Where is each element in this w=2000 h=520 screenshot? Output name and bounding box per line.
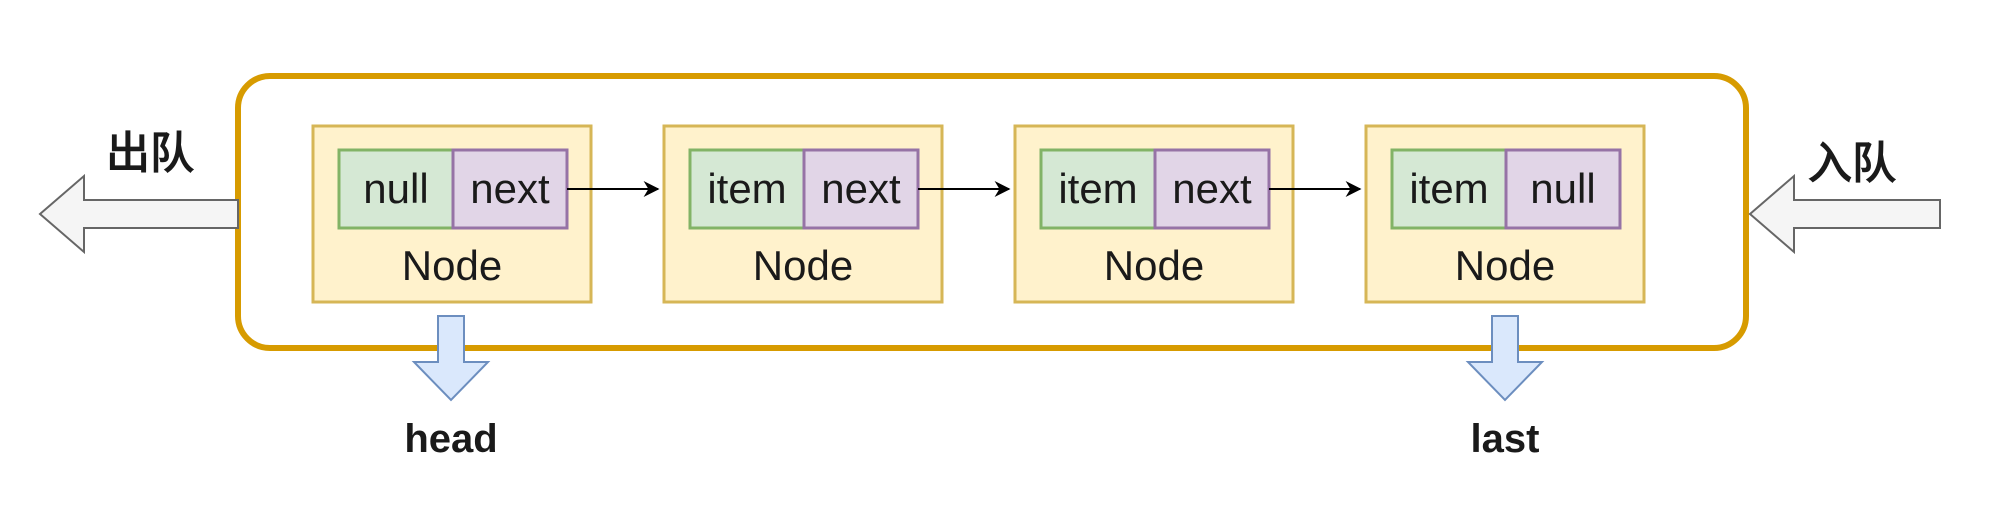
node-3-left-text: item bbox=[1058, 165, 1137, 212]
node-2: item next Node bbox=[662, 124, 944, 304]
node-2-label: Node bbox=[753, 242, 853, 289]
enqueue-label: 入队 bbox=[1808, 138, 1897, 189]
node-4-label: Node bbox=[1455, 242, 1555, 289]
last-label: last bbox=[1471, 417, 1540, 461]
head-pointer-arrow-icon bbox=[411, 315, 491, 402]
node-4-right-cell bbox=[1504, 148, 1622, 230]
node-3-left-cell bbox=[1039, 148, 1157, 230]
head-label: head bbox=[404, 417, 497, 461]
node-4-right-text: null bbox=[1530, 165, 1595, 212]
node-2-left-text: item bbox=[707, 165, 786, 212]
node-2-left-cell bbox=[688, 148, 806, 230]
node-3-right-cell bbox=[1153, 148, 1271, 230]
node-1-label: Node bbox=[402, 242, 502, 289]
node-3: item next Node bbox=[1013, 124, 1295, 304]
dequeue-label: 出队 bbox=[106, 128, 195, 179]
last-pointer-arrow-icon bbox=[1465, 315, 1545, 402]
dequeue-arrow-icon bbox=[38, 173, 239, 255]
node-1-left-cell bbox=[337, 148, 455, 230]
node-4-left-text: item bbox=[1409, 165, 1488, 212]
node-4-left-cell bbox=[1390, 148, 1508, 230]
node-1-right-text: next bbox=[470, 165, 550, 212]
node-1-left-text: null bbox=[363, 165, 428, 212]
node-1: null next Node bbox=[311, 124, 593, 304]
enqueue-arrow-icon bbox=[1748, 173, 1941, 255]
node-3-label: Node bbox=[1104, 242, 1204, 289]
node-2-right-cell bbox=[802, 148, 920, 230]
node-3-right-text: next bbox=[1172, 165, 1252, 212]
node-2-right-text: next bbox=[821, 165, 901, 212]
node-4: item null Node bbox=[1364, 124, 1646, 304]
